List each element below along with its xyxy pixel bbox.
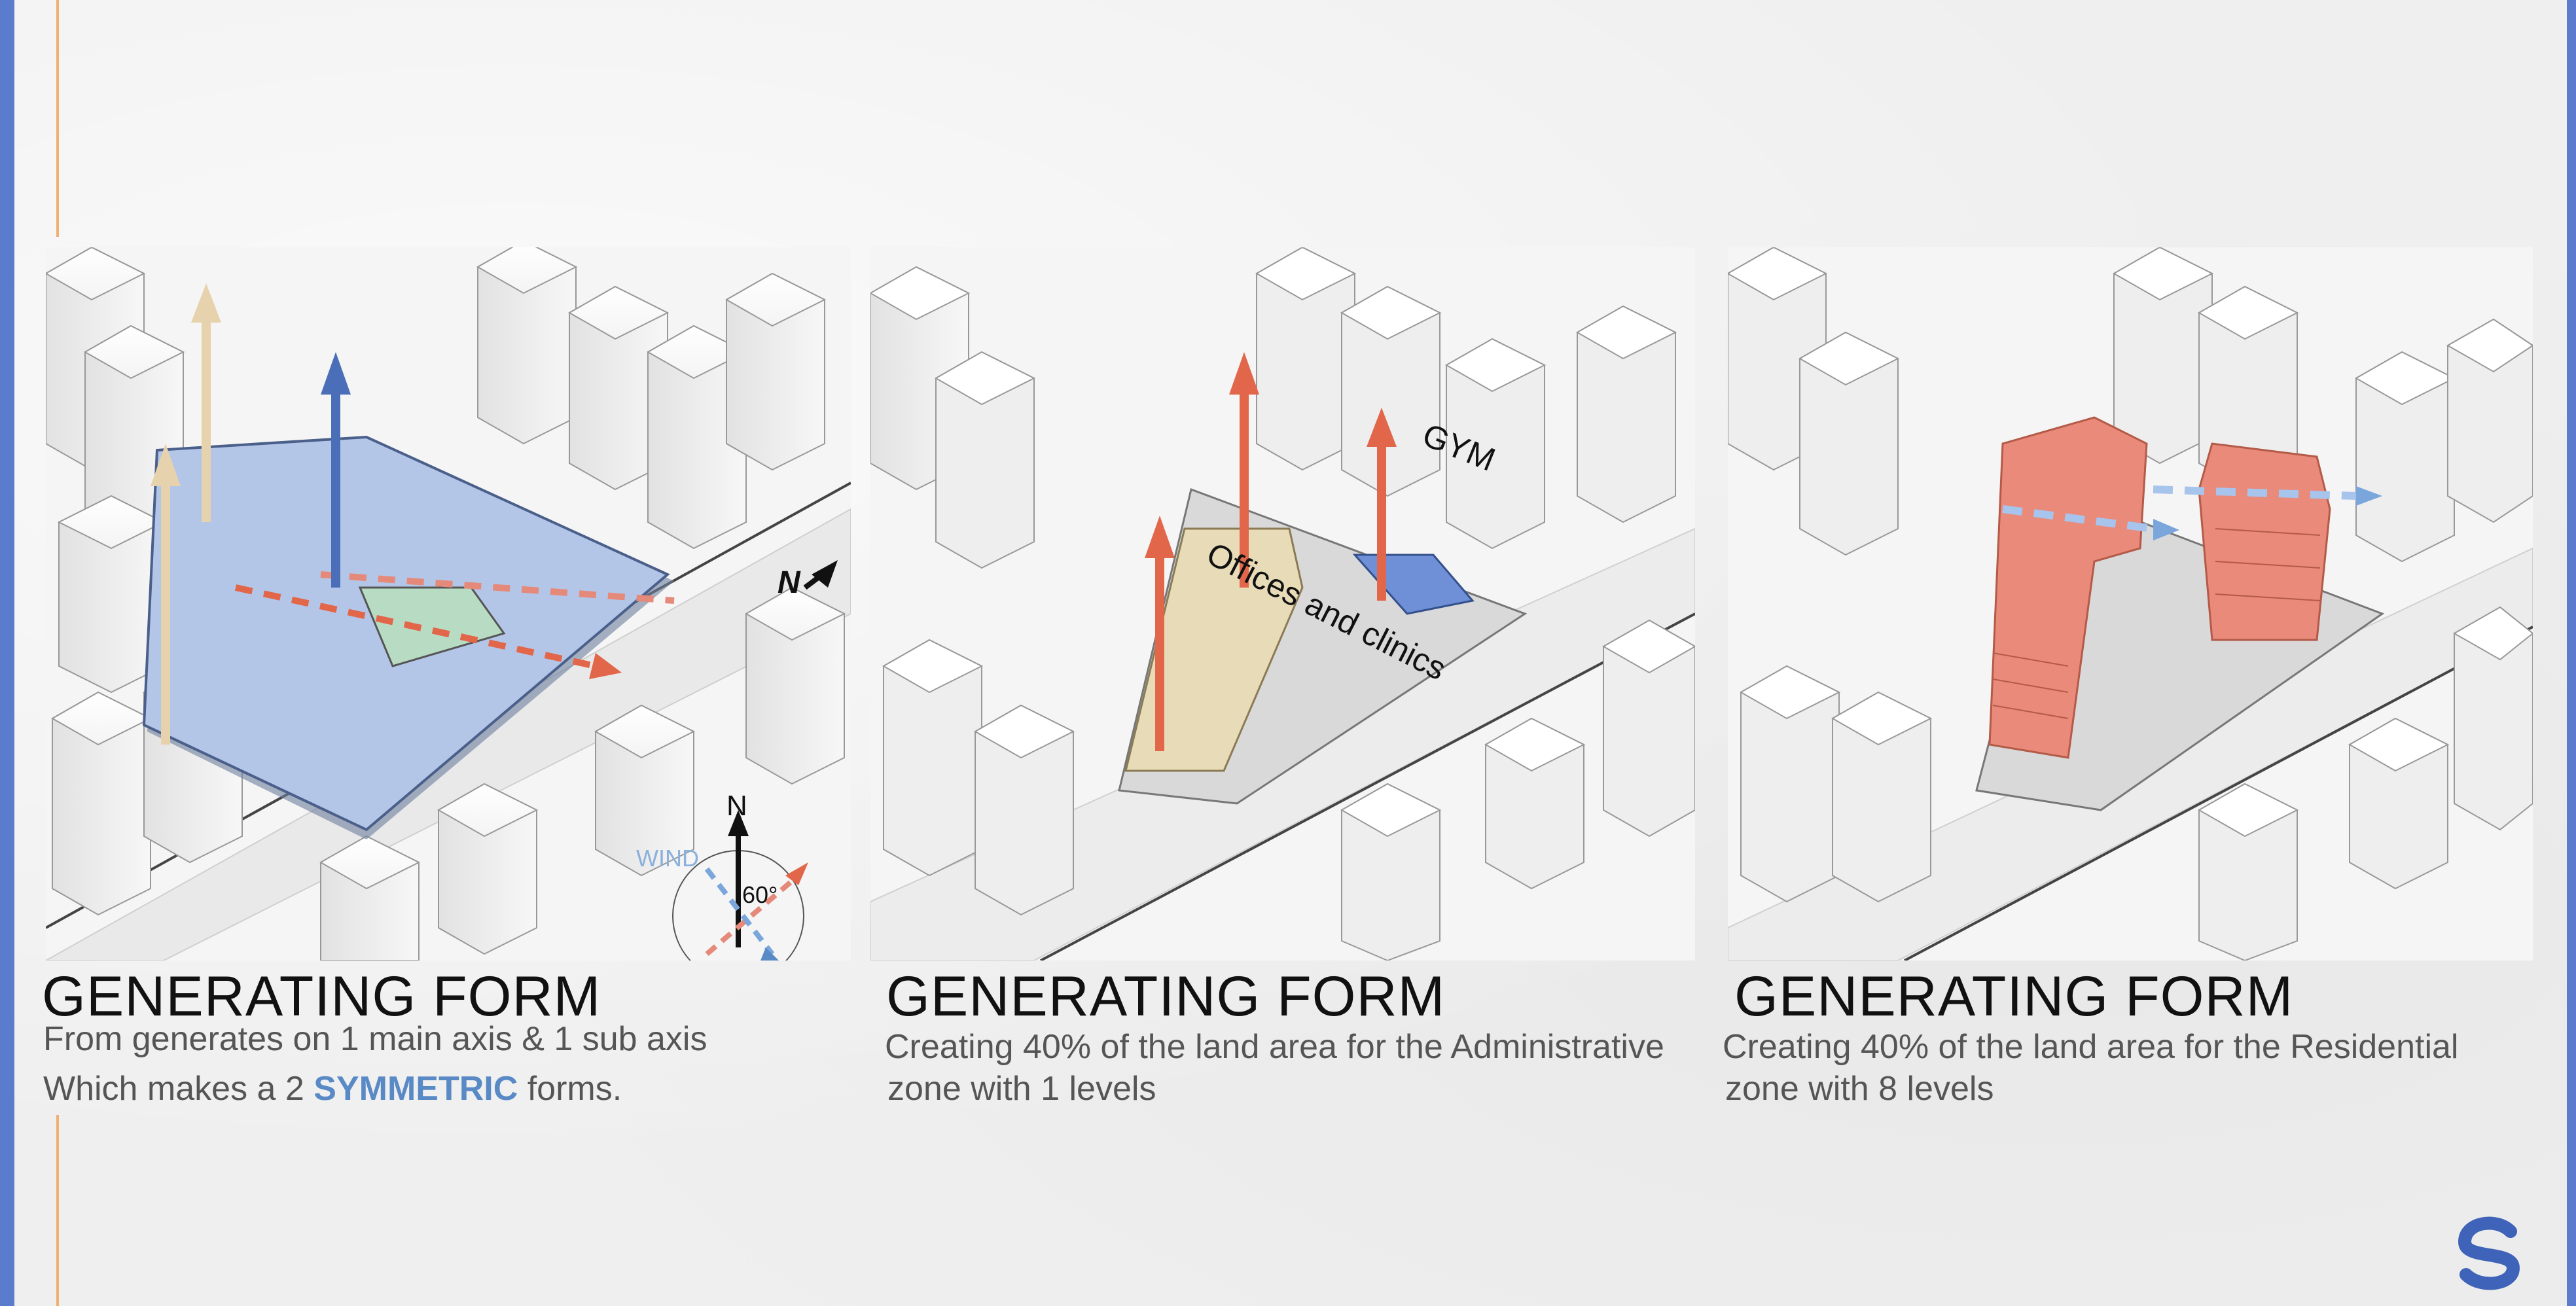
accent-line-top [56, 0, 59, 237]
main-axis [234, 584, 597, 669]
panel-2-title: GENERATING FORM [886, 965, 1446, 1028]
sub-axis [320, 571, 675, 604]
north-label: N [778, 565, 801, 600]
panel-2-diagram: GYM Offices and clinics [870, 247, 1695, 961]
logo-icon [2458, 1216, 2520, 1290]
panel-3-svg [1728, 247, 2533, 961]
panel-1-line-1: From generates on 1 main axis & 1 sub ax… [43, 1020, 707, 1058]
panel-2-line-1: Creating 40% of the land area for the Ad… [885, 1028, 1664, 1066]
panel-1-diagram: N N WIND 60° [46, 247, 851, 961]
wind-flow-2 [2153, 485, 2357, 500]
panel-2-line-2: zone with 1 levels [887, 1070, 1156, 1108]
wind-flow-1 [2002, 505, 2154, 533]
left-frame-bar [0, 0, 14, 1306]
accent-line-bottom [56, 1115, 59, 1306]
panel-3-line-1: Creating 40% of the land area for the Re… [1723, 1028, 2459, 1066]
city-buildings [870, 247, 1695, 961]
angle-label: 60° [742, 881, 778, 908]
compass-icon [672, 810, 808, 961]
panel-3-diagram [1728, 247, 2533, 961]
panel-3-title: GENERATING FORM [1734, 965, 2294, 1028]
panel-1-line-2-post: forms. [518, 1070, 622, 1108]
panel-1-line-2-highlight: SYMMETRIC [313, 1070, 518, 1108]
compass-north-label: N [726, 790, 747, 822]
site-triangle [142, 435, 674, 839]
panel-1-title: GENERATING FORM [42, 965, 601, 1028]
offices-block [1124, 527, 1304, 772]
wind-label: WIND [636, 845, 699, 872]
city-buildings [1728, 247, 2533, 961]
panel-2-svg: GYM Offices and clinics [870, 247, 1695, 961]
panel-3-line-2: zone with 8 levels [1725, 1070, 1994, 1108]
panel-1-line-2: Which makes a 2 SYMMETRIC forms. [43, 1072, 622, 1106]
panel-1-line-2-pre: Which makes a 2 [43, 1070, 314, 1108]
vertical-arrows [1145, 352, 1397, 751]
city-buildings [46, 247, 846, 961]
vertical-arrows [151, 283, 351, 745]
right-frame-bar [2567, 0, 2576, 1306]
panel-1-svg: N N WIND 60° [46, 247, 851, 961]
